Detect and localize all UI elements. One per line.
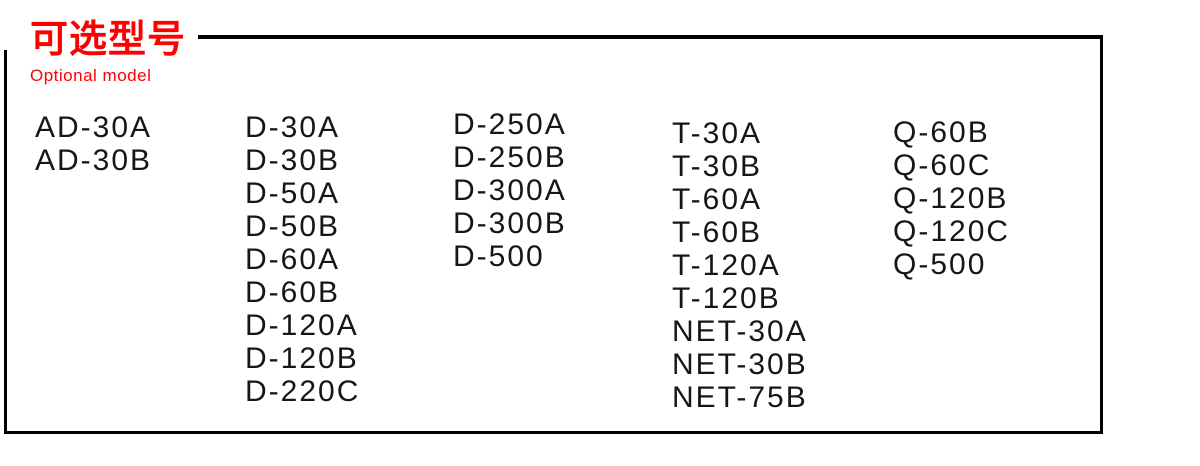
model-column-2: D-30A D-30B D-50A D-50B D-60A D-60B D-12… <box>245 111 360 408</box>
model-item: Q-500 <box>893 248 987 281</box>
model-item: T-60B <box>672 216 763 249</box>
model-item: D-250B <box>453 141 567 174</box>
model-item: AD-30B <box>35 144 153 177</box>
model-item: D-30A <box>245 111 341 144</box>
model-item: D-50A <box>245 177 341 210</box>
model-item: D-300B <box>453 207 567 240</box>
model-item: Q-120C <box>893 215 1011 248</box>
box-border-left <box>4 50 7 431</box>
model-item: D-120A <box>245 309 359 342</box>
model-item: D-220C <box>245 375 361 408</box>
section-title-chinese: 可选型号 <box>30 19 187 61</box>
model-item: NET-30B <box>672 348 808 381</box>
model-item: D-60B <box>245 276 341 309</box>
model-item: NET-30A <box>672 315 808 348</box>
model-item: T-30A <box>672 117 763 150</box>
model-item: AD-30A <box>35 111 153 144</box>
model-item: D-60A <box>245 243 341 276</box>
model-item: D-500 <box>453 240 545 273</box>
model-column-1: AD-30A AD-30B <box>35 111 152 177</box>
model-item: T-120B <box>672 282 781 315</box>
model-column-4: T-30A T-30B T-60A T-60B T-120A T-120B NE… <box>672 117 808 414</box>
model-item: Q-60C <box>893 149 992 182</box>
model-item: Q-120B <box>893 182 1009 215</box>
model-item: NET-75B <box>672 381 808 414</box>
model-item: D-120B <box>245 342 359 375</box>
section-title-english: Optional model <box>30 66 152 85</box>
model-column-3: D-250A D-250B D-300A D-300B D-500 <box>453 108 567 273</box>
model-item: T-60A <box>672 183 763 216</box>
model-item: D-300A <box>453 174 567 207</box>
box-border-top <box>198 35 1103 39</box>
model-item: D-250A <box>453 108 567 141</box>
model-item: T-30B <box>672 150 763 183</box>
model-item: D-50B <box>245 210 341 243</box>
box-border-bottom <box>4 431 1103 434</box>
model-item: T-120A <box>672 249 781 282</box>
model-column-5: Q-60B Q-60C Q-120B Q-120C Q-500 <box>893 116 1010 281</box>
model-item: Q-60B <box>893 116 990 149</box>
box-border-right <box>1100 35 1103 434</box>
model-item: D-30B <box>245 144 341 177</box>
